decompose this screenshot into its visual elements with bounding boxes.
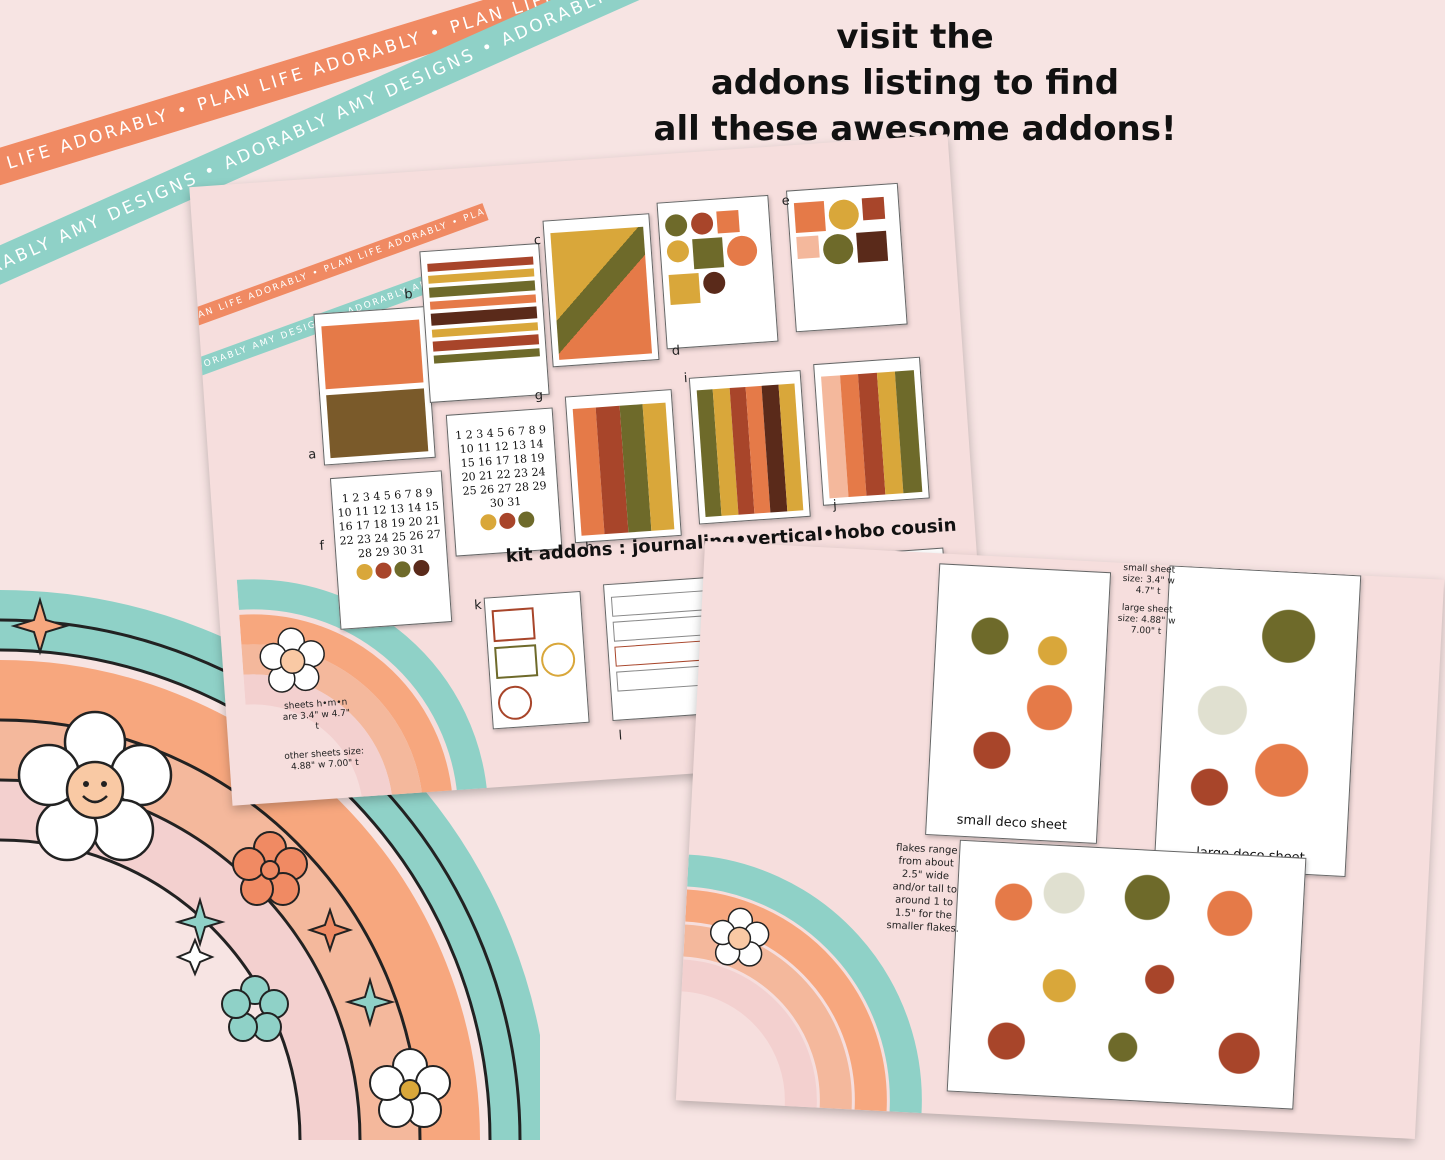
deco-sheets-card: small deco sheet large deco sheet small … [675,541,1445,1139]
label-b: b [403,286,414,303]
label-l: l [618,728,623,744]
card-rainbow-illustration [236,579,488,806]
large-deco-sheet[interactable]: large deco sheet [1153,565,1362,877]
kit-addons-card: PLAN LIFE ADORABLY • PLAN LIFE ADORABLY … [189,134,991,806]
headline-line-1: visit the [836,17,994,57]
weekday-circles-f [337,558,448,582]
rainbow-illustration [0,590,540,1141]
addon-sheet-f[interactable]: 1 2 3 4 5 6 7 8 9 10 11 12 13 14 15 16 1… [329,470,453,630]
card2-rainbow-illustration [681,854,922,1114]
label-c: c [533,232,542,249]
addon-sheet-c[interactable] [542,213,660,368]
flakes-sheet[interactable] [946,839,1307,1110]
mint-flower-icon [221,975,289,1042]
headline-line-2: addons listing to find [710,63,1120,103]
addon-sheet-a[interactable] [313,306,436,466]
small-deco-sheet[interactable]: small deco sheet [925,563,1112,844]
sparkle-icon [10,596,396,1028]
coral-flower-icon [232,831,308,906]
small-deco-caption: small deco sheet [956,812,1068,834]
addon-sheet-j[interactable] [813,356,930,506]
addon-sheet-h[interactable] [564,389,682,544]
addon-sheet-e[interactable] [785,182,908,333]
white-flower-icon [369,1048,451,1128]
addon-sheet-k[interactable] [483,590,590,730]
addon-sheet-g[interactable]: 1 2 3 4 5 6 7 8 9 10 11 12 13 14 15 16 1… [445,407,563,557]
label-e: e [781,193,791,209]
small-sheet-size-note: small sheet size: 3.4" w 4.7" t [1122,562,1176,597]
headline: visit the addons listing to find all the… [610,14,1220,152]
large-sheet-size-note: large sheet size: 4.88" w 7.00" t [1117,602,1176,638]
label-d: d [671,343,681,359]
label-a: a [307,447,317,463]
date-numbers-g: 1 2 3 4 5 6 7 8 9 10 11 12 13 14 15 16 1… [454,422,547,511]
label-i: i [683,370,689,387]
label-j: j [832,497,838,514]
addon-sheet-i[interactable] [688,370,811,525]
label-g: g [534,388,544,404]
smiley-flower-icon [17,710,173,862]
date-numbers-f: 1 2 3 4 5 6 7 8 9 10 11 12 13 14 15 16 1… [337,486,442,561]
addon-sheet-b[interactable] [419,243,550,404]
weekday-circles-g [454,509,560,532]
label-k: k [473,597,483,614]
label-f: f [319,538,325,555]
addon-sheet-d[interactable] [656,194,779,350]
flakes-size-note: flakes range from about 2.5" wide and/or… [886,842,960,935]
size-note-hmn: sheets h•m•n are 3.4" w 4.7" t [282,697,351,732]
